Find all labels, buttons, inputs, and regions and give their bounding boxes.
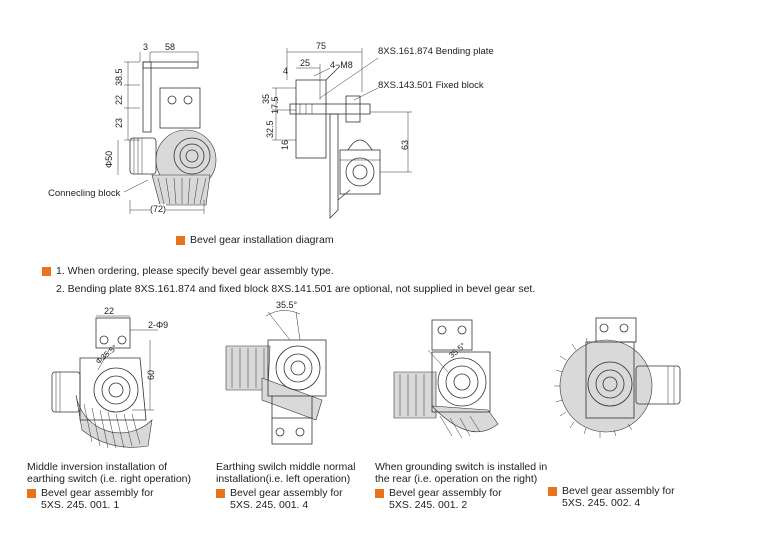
diagram-4-drawing	[554, 317, 681, 438]
diagram-1-code: 5XS. 245. 001. 1	[41, 499, 120, 511]
diagram-3-label-text: Bevel gear assembly for	[389, 487, 502, 499]
dim-75: 75	[316, 41, 327, 51]
diagram-4-label-text: Bevel gear assembly for	[562, 485, 675, 497]
diagram-2-caption: Earthing swilch middle normal installati…	[216, 461, 355, 511]
note-2: 2. Bending plate 8XS.161.874 and fixed b…	[56, 283, 536, 295]
diagram-2-label-text: Bevel gear assembly for	[230, 487, 343, 499]
diagram-2-code: 5XS. 245. 001. 4	[230, 499, 309, 511]
diagram-2-caption-line2: installation(i.e. left operation)	[216, 473, 351, 485]
dim-4: 4	[283, 66, 289, 76]
bullet-square-icon	[548, 486, 557, 496]
bullet-square-icon	[27, 488, 36, 498]
d1-dim-60: 60	[146, 369, 156, 380]
dim-72: (72)	[150, 204, 167, 214]
diagram-2-label: Bevel gear assembly for	[216, 487, 355, 499]
diagram-1-label: Bevel gear assembly for	[27, 487, 191, 499]
note-1: 1. When ordering, please specify bevel g…	[42, 265, 334, 277]
d1-dim-22: 22	[104, 306, 115, 316]
diagram-2-drawing	[225, 310, 327, 445]
dim-4-m8: 4−M8	[330, 60, 353, 70]
dim-3: 3	[143, 42, 149, 52]
diagram-1-caption-line1: Middle inversion installation of	[27, 461, 168, 473]
d2-dim-angle: 35.5°	[276, 300, 298, 310]
bullet-square-icon	[375, 488, 384, 498]
diagram-4-label: Bevel gear assembly for	[548, 485, 675, 497]
d1-dim-2-phi9: 2-Φ9	[148, 320, 169, 330]
fixed-block-label: 8XS.143.501 Fixed block	[378, 80, 484, 91]
diagram-3-label: Bevel gear assembly for	[375, 487, 547, 499]
bullet-square-icon	[42, 266, 51, 276]
diagram-2-caption-line1: Earthing swilch middle normal	[216, 461, 356, 473]
diagram-3-code: 5XS. 245. 001. 2	[389, 499, 468, 511]
diagram-1-label-text: Bevel gear assembly for	[41, 487, 154, 499]
installation-diagram-caption: Bevel gear installation diagram	[176, 234, 334, 246]
diagram-3-caption: When grounding switch is installed in th…	[375, 461, 547, 511]
dim-25: 25	[300, 58, 311, 68]
diagram-3-caption-line2: the rear (i.e. operation on the right)	[375, 473, 538, 485]
dim-58: 58	[165, 42, 176, 52]
diagram-1-caption-line2: earthing switch (i.e. right operation)	[27, 473, 191, 485]
diagram-1-drawing	[51, 315, 158, 449]
diagram-4-code: 5XS. 245. 002. 4	[562, 497, 641, 509]
bullet-square-icon	[176, 235, 185, 245]
installation-diagram-caption-text: Bevel gear installation diagram	[190, 234, 334, 246]
diagram-4-caption: Bevel gear assembly for 5XS. 245. 002. 4	[548, 485, 675, 509]
bullet-square-icon	[216, 488, 225, 498]
diagram-3-drawing	[393, 319, 499, 439]
connecting-block-label: Connecling block	[48, 188, 121, 199]
bending-plate-label: 8XS.161.874 Bending plate	[378, 46, 494, 57]
diagram-3-caption-line1: When grounding switch is installed in	[375, 461, 548, 473]
diagram-1-caption: Middle inversion installation of earthin…	[27, 461, 191, 511]
note-1-text: 1. When ordering, please specify bevel g…	[56, 265, 334, 277]
